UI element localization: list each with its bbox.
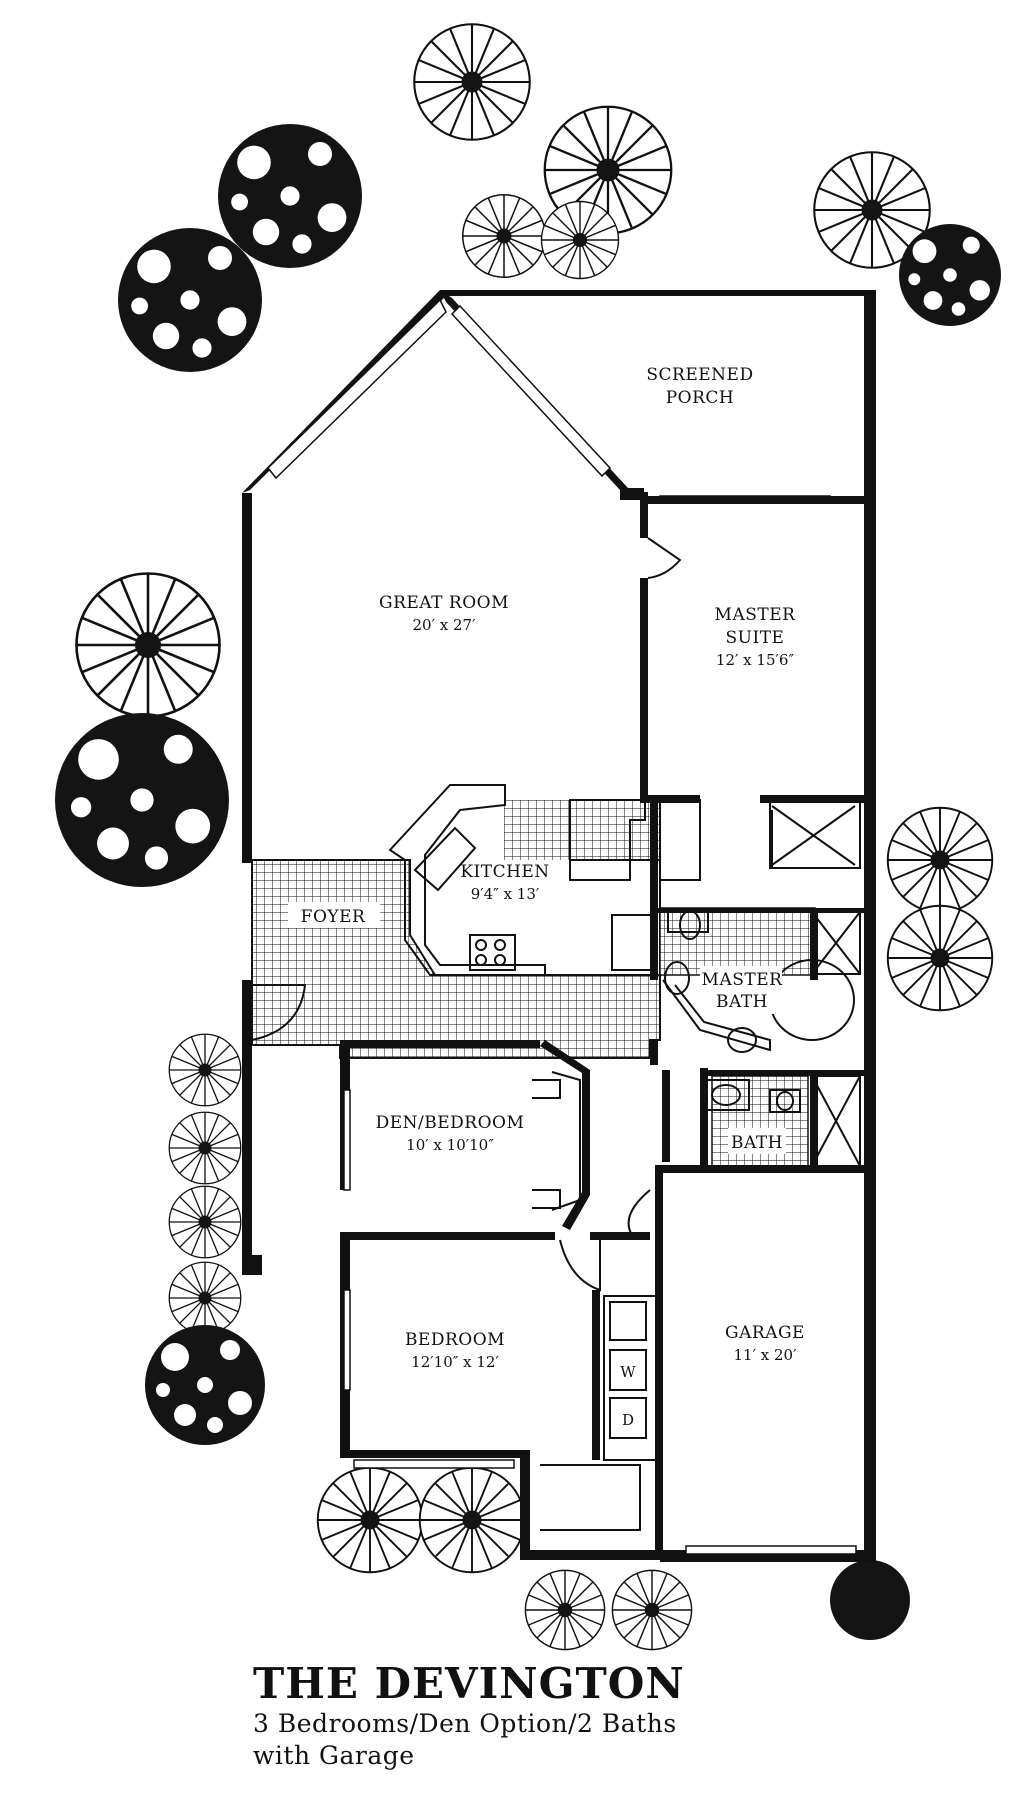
den-bedroom-label: DEN/BEDROOM <box>376 1113 525 1133</box>
tree-icon <box>54 713 229 887</box>
garage-label: GARAGE <box>725 1323 805 1343</box>
tree-icon <box>168 1185 242 1259</box>
tree-icon <box>462 194 546 278</box>
bedroom-label: BEDROOM <box>405 1330 505 1350</box>
door-swings <box>251 537 682 1292</box>
tree-icon <box>886 806 994 914</box>
tree-icon <box>75 572 221 718</box>
landscaping <box>54 23 1001 1651</box>
master-suite-label: SUITE <box>726 628 785 648</box>
tile-floors <box>251 799 816 1169</box>
tree-icon <box>168 1261 242 1335</box>
room-labels: SCREENED PORCH GREAT ROOM 20′ x 27′ MAST… <box>288 365 805 1429</box>
master-suite-label: MASTER <box>715 605 797 625</box>
master-bath-label: MASTER <box>702 970 784 990</box>
screened-porch-label: SCREENED <box>646 365 753 385</box>
washer-label: W <box>620 1363 636 1381</box>
kitchen-label: KITCHEN <box>460 862 549 882</box>
dryer-label: D <box>622 1411 634 1429</box>
interior-walls <box>340 492 870 1555</box>
tree-icon <box>118 228 262 372</box>
tree-icon <box>168 1033 242 1107</box>
bedroom-dims: 12′10″ x 12′ <box>411 1353 499 1371</box>
kitchen-counters <box>388 784 701 976</box>
tree-icon <box>524 1569 606 1651</box>
tree-icon <box>611 1569 693 1651</box>
foyer-label: FOYER <box>301 907 366 927</box>
tree-icon <box>413 23 531 141</box>
master-bath-label: BATH <box>716 992 768 1012</box>
tree-icon <box>886 904 994 1012</box>
tree-icon <box>316 1466 424 1574</box>
tree-icon <box>418 1466 526 1574</box>
tree-icon <box>168 1111 242 1185</box>
tree-icon <box>830 1560 910 1640</box>
garage-dims: 11′ x 20′ <box>734 1346 798 1364</box>
great-room-dims: 20′ x 27′ <box>413 616 477 634</box>
tree-icon <box>540 200 620 280</box>
kitchen-dims: 9′4″ x 13′ <box>471 885 540 903</box>
tree-icon <box>145 1325 265 1445</box>
tree-icon <box>218 124 362 268</box>
screened-porch-label: PORCH <box>666 388 735 408</box>
master-suite-dims: 12′ x 15′6″ <box>716 651 795 669</box>
plan-name: THE DEVINGTON <box>253 1659 685 1708</box>
great-room-label: GREAT ROOM <box>379 593 509 613</box>
bath-label: BATH <box>731 1133 783 1153</box>
plan-subtitle: 3 Bedrooms/Den Option/2 Baths <box>253 1709 677 1738</box>
den-bedroom-dims: 10′ x 10′10″ <box>406 1136 494 1154</box>
title-block: THE DEVINGTON 3 Bedrooms/Den Option/2 Ba… <box>253 1660 685 1772</box>
plan-subtitle: with Garage <box>253 1741 415 1770</box>
tree-icon <box>899 224 1001 326</box>
closets-laundry <box>532 799 861 1531</box>
